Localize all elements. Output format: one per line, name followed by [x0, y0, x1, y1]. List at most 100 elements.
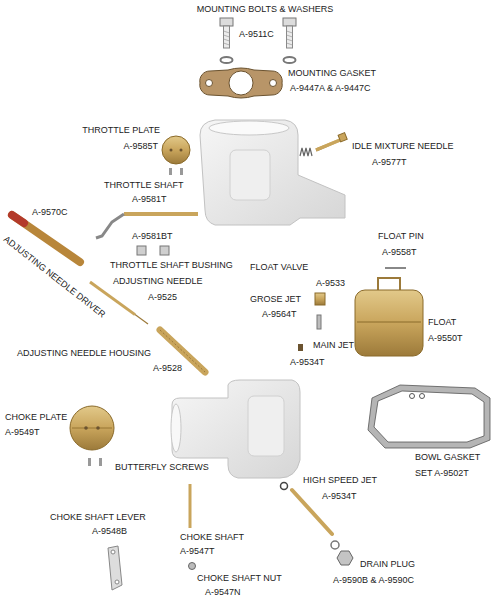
grose-jet — [317, 315, 321, 329]
part-number: SET A-9502T — [415, 468, 469, 478]
part-number: A-9547T — [180, 546, 215, 556]
throttle-body — [230, 150, 270, 200]
choke-shaft-nut — [189, 563, 196, 570]
throttle-plate — [180, 168, 183, 175]
part-number: A-9548B — [92, 526, 127, 536]
part-name: FLOAT PIN — [378, 231, 424, 241]
float-valve — [315, 293, 325, 305]
idle-mixture-needle — [316, 140, 340, 150]
mounting-gasket — [206, 80, 213, 87]
part-number: A-9564T — [262, 309, 297, 319]
mounting-bolt — [220, 18, 233, 26]
part-number: A-9533 — [316, 278, 345, 288]
choke-shaft-lever — [108, 546, 122, 590]
part-number: A-9525 — [148, 292, 177, 302]
throttle-plate — [162, 136, 190, 164]
choke-shaft — [189, 484, 192, 528]
butterfly-screw — [88, 458, 91, 466]
idle-mixture-needle — [300, 133, 347, 156]
mounting-gasket — [270, 80, 277, 87]
part-number: A-9511C — [239, 29, 274, 39]
bowl-gasket — [410, 394, 415, 399]
throttle-body — [209, 121, 289, 135]
throttle-body — [200, 120, 345, 225]
choke-shaft-lever — [108, 546, 122, 590]
main-jet — [298, 344, 303, 351]
part-name: ADJUSTING NEEDLE DRIVER — [2, 234, 107, 319]
float — [357, 322, 421, 323]
mounting-bolt — [220, 18, 296, 48]
mounting-gasket — [200, 68, 282, 98]
choke-plate — [70, 406, 114, 450]
butterfly-screw — [99, 458, 102, 466]
bowl-gasket — [368, 385, 490, 448]
part-name: CHOKE PLATE — [5, 412, 67, 422]
part-name: ADJUSTING NEEDLE — [113, 276, 203, 286]
float-pin — [385, 267, 406, 269]
part-number: A-9550T — [428, 333, 463, 343]
part-number: A-9577T — [372, 157, 407, 167]
part-name: ADJUSTING NEEDLE HOUSING — [17, 348, 151, 358]
part-number: A-9534T — [322, 491, 357, 501]
part-name: GROSE JET — [250, 294, 301, 304]
part-name: THROTTLE SHAFT — [104, 180, 184, 190]
throttle-plate — [180, 149, 183, 152]
grose-jet — [317, 315, 321, 329]
idle-mixture-needle — [338, 133, 347, 142]
part-name: MAIN JET — [313, 340, 354, 350]
float-valve — [315, 293, 325, 305]
choke-plate — [72, 428, 112, 429]
part-number: A-9585T — [123, 141, 158, 151]
washer — [284, 57, 296, 63]
mounting-bolt — [224, 26, 230, 48]
part-name: CHOKE SHAFT — [180, 532, 244, 542]
drain-plug — [337, 551, 353, 565]
mounting-bolt — [287, 31, 293, 45]
choke-shaft-lever — [115, 580, 119, 584]
throttle-plate — [169, 168, 172, 175]
throttle-shaft-bushing — [137, 246, 146, 255]
mounting-bolt — [224, 31, 230, 45]
drain-plug — [331, 541, 353, 565]
part-number: A-9447A & A-9447C — [290, 83, 371, 93]
adjusting-needle-driver — [12, 215, 24, 223]
choke-shaft — [190, 484, 191, 528]
throttle-shaft-bushing — [137, 246, 169, 255]
part-name: MOUNTING GASKET — [288, 68, 376, 78]
float — [378, 278, 400, 290]
part-number: A-9547N — [205, 587, 241, 597]
part-number: A-9549T — [5, 427, 40, 437]
mounting-gasket — [200, 68, 282, 98]
choke-shaft-lever — [111, 550, 115, 554]
idle-mixture-needle — [300, 148, 312, 156]
throttle-shaft-bushing — [160, 246, 169, 255]
o-ring — [281, 483, 288, 490]
throttle-shaft — [96, 214, 124, 238]
part-name: IDLE MIXTURE NEEDLE — [352, 141, 454, 151]
float — [355, 278, 423, 356]
choke-shaft-nut — [189, 563, 196, 570]
part-name: THROTTLE SHAFT BUSHING — [110, 260, 233, 270]
part-name: CHOKE SHAFT NUT — [197, 573, 282, 583]
choke-plate — [70, 406, 114, 450]
part-number: A-9528 — [153, 363, 182, 373]
adjusting-needle — [135, 315, 148, 324]
part-number: A-9581BT — [132, 231, 173, 241]
carburetor-bowl-body — [171, 404, 181, 452]
throttle-plate — [170, 149, 173, 152]
float — [355, 290, 423, 356]
butterfly-screw — [88, 458, 102, 466]
part-name: THROTTLE PLATE — [82, 125, 160, 135]
bowl-gasket — [368, 385, 490, 448]
part-number: A-9581T — [132, 194, 167, 204]
throttle-plate — [162, 136, 190, 175]
bowl-gasket — [420, 394, 425, 399]
part-name: HIGH SPEED JET — [303, 475, 377, 485]
part-name: BOWL GASKET — [415, 452, 480, 462]
part-number: A-9590B & A-9590C — [333, 575, 414, 585]
carburetor-bowl-body — [248, 396, 284, 456]
main-jet — [298, 344, 303, 351]
mounting-gasket — [229, 71, 253, 95]
washer — [221, 57, 233, 63]
